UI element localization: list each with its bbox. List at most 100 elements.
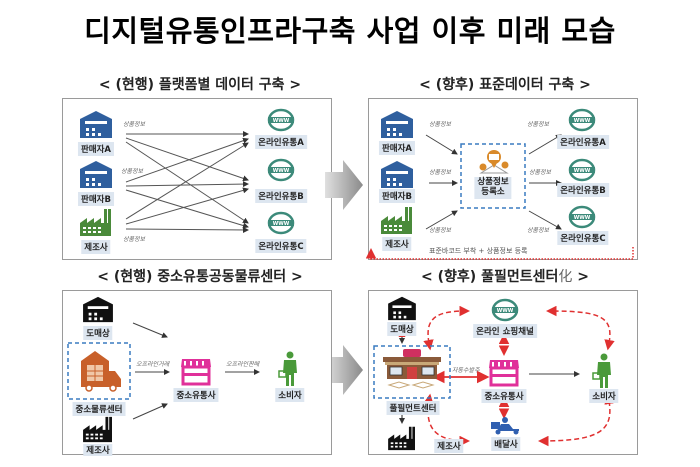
transition-arrow-icon — [325, 345, 363, 395]
retailer-label: 중소유통사 — [173, 388, 219, 402]
online-retail-a-label: 온라인유통A — [255, 135, 307, 149]
svg-text:WWW: WWW — [273, 118, 290, 124]
svg-text:WWW: WWW — [574, 118, 591, 124]
consumer-label: 소비자 — [589, 389, 619, 403]
edge-label: 상품정보 — [527, 121, 550, 128]
panel-future-fulfillment: 자동수발주 도매상 풀필먼트센터 제조사 WWW 온라인 쇼핑채널 중소유통사 — [368, 290, 638, 455]
edges-fulfillment — [373, 305, 615, 447]
auto-order-label: 자동수발주 — [452, 367, 480, 374]
consumer-icon — [278, 351, 297, 386]
panel-current-logistics: 오프라인거래 오프라인판매 도매상 중소물류센터 제조사 중소유통사 소비자 — [62, 290, 332, 456]
product-registry-label: 상품정보 등록소 — [474, 177, 512, 199]
globe-icon: WWW — [491, 298, 519, 322]
edges-hub — [365, 134, 634, 260]
product-registry-icon — [479, 150, 509, 174]
page-title: 디지털유통인프라구축 사업 이후 미래 모습 — [84, 14, 616, 48]
manufacturer-label: 제조사 — [83, 444, 113, 456]
warehouse-icon — [80, 161, 112, 188]
svg-text:WWW: WWW — [497, 308, 514, 314]
panel-future-standard-data: 상품정보 상품정보 상품정보 상품정보 상품정보 상품정보 판매자A 판매자B … — [365, 98, 638, 260]
online-retail-a-label: 온라인유통A — [557, 135, 609, 149]
factory-icon — [388, 426, 415, 451]
globe-icon: WWW — [568, 108, 596, 132]
panel-current-platform-data: 상품정보 상품정보 상품정보 판매자A 판매자B 제조사 WWW 온라인유통A … — [62, 98, 332, 260]
online-retail-c-label: 온라인유통C — [557, 231, 609, 245]
warehouse-icon — [83, 296, 113, 323]
heading-main: < (향후) 풀필먼트센터 — [421, 269, 559, 285]
edge-c-to-a — [125, 142, 249, 220]
fulfillment-center-label: 풀필먼트센터 — [386, 401, 440, 415]
globe-icon: WWW — [267, 108, 295, 132]
edge-label: 상품정보 — [429, 121, 452, 128]
edge-b-to-a — [125, 137, 249, 183]
seller-b-label: 판매자B — [379, 189, 415, 203]
edge-a-to-c — [125, 141, 249, 224]
edge-label: 상품정보 — [429, 227, 452, 234]
online-retail-b-label: 온라인유통B — [557, 183, 609, 197]
warehouse-icon — [388, 296, 416, 321]
loop-consumer-online — [546, 305, 615, 351]
svg-text:WWW: WWW — [273, 221, 290, 227]
logistics-center-icon — [81, 351, 121, 392]
panel-heading-future-fulfillment: < (향후) 풀필먼트센터化 > — [365, 266, 645, 286]
logistics-dashed-box — [67, 342, 131, 400]
fulfillment-center-icon — [383, 349, 441, 389]
svg-text:WWW: WWW — [273, 168, 290, 174]
factory-icon — [381, 207, 412, 234]
seller-b-label: 판매자B — [78, 192, 114, 206]
panel-heading-future-standard: < (향후) 표준데이터 구축 > — [419, 77, 591, 93]
feedback-dotted-arrow — [365, 247, 634, 260]
factory-icon — [80, 209, 111, 236]
hub-label-line2: 등록소 — [481, 186, 505, 197]
online-shopping-channel-label: 온라인 쇼핑채널 — [473, 324, 537, 338]
panel-heading-current-platform: < (현행) 플랫폼별 데이터 구축 > — [98, 77, 302, 93]
fulfillment-dashed-box — [373, 345, 451, 399]
delivery-company-label: 배달사 — [491, 437, 521, 451]
edge-label: 상품정보 — [529, 169, 552, 176]
store-icon — [489, 360, 519, 387]
globe-icon: WWW — [568, 158, 596, 182]
loop-consumer-delivery — [538, 393, 615, 447]
retailer-label: 중소유통사 — [481, 389, 527, 403]
store-icon — [181, 359, 211, 386]
heading-end: > — [572, 269, 589, 285]
feedback-label: 표준바코드 부착 + 상품정보 등록 — [429, 247, 528, 255]
edge-b-to-b — [125, 181, 249, 188]
transition-arrow-icon — [325, 160, 363, 210]
hub-dashed-box — [460, 143, 526, 209]
edge-label: 상품정보 — [527, 227, 550, 234]
edges-logistics — [67, 322, 260, 420]
warehouse-icon — [381, 161, 413, 188]
edge-label: 상품정보 — [123, 236, 146, 243]
online-retail-b-label: 온라인유통B — [255, 189, 307, 203]
manufacturer-label: 제조사 — [382, 237, 412, 251]
online-retail-c-label: 온라인유통C — [255, 239, 307, 253]
loop-fulfillment-online — [423, 305, 470, 351]
wholesaler-label: 도매상 — [83, 326, 113, 340]
hub-label-line1: 상품정보 — [477, 177, 509, 187]
edge-label: 상품정보 — [121, 168, 144, 175]
manufacturer-label: 제조사 — [434, 439, 464, 453]
logistics-center-label: 중소물류센터 — [72, 402, 126, 416]
manufacturer-label: 제조사 — [81, 240, 111, 254]
consumer-icon — [592, 353, 611, 388]
edge-label: 상품정보 — [123, 121, 146, 128]
seller-a-label: 판매자A — [378, 141, 416, 155]
svg-text:WWW: WWW — [574, 168, 591, 174]
consumer-label: 소비자 — [275, 388, 305, 402]
panel-heading-current-logistics: < (현행) 중소유통공동물류센터 > — [97, 269, 303, 285]
svg-text:WWW: WWW — [574, 215, 591, 221]
edge-a-to-b — [125, 137, 249, 182]
edge-c-to-c — [125, 226, 249, 233]
heading-suffix: 化 — [558, 269, 573, 285]
edges-many-to-many — [125, 131, 249, 233]
delivery-scooter-icon — [491, 417, 519, 435]
globe-icon: WWW — [568, 205, 596, 229]
warehouse-icon — [381, 111, 413, 138]
factory-icon — [83, 416, 112, 443]
offline-sale-label: 오프라인판매 — [226, 361, 260, 368]
edge-label: 상품정보 — [429, 169, 452, 176]
offline-trade-label: 오프라인거래 — [136, 361, 170, 368]
edge-c-to-b — [125, 187, 249, 225]
globe-icon: WWW — [267, 211, 295, 235]
